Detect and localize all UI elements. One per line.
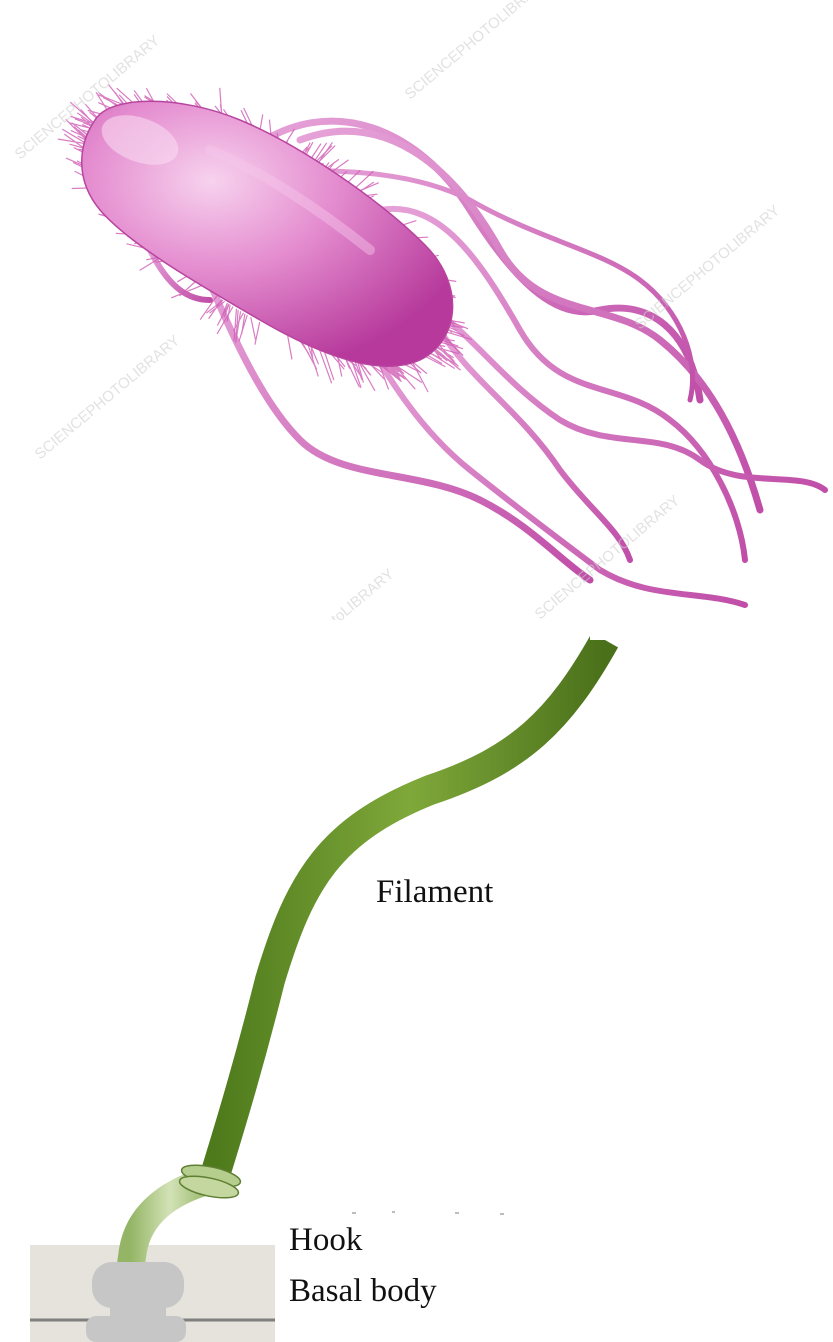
flagellum-structure-diagram bbox=[0, 620, 833, 1342]
pilus bbox=[288, 336, 292, 359]
label-hook: Hook bbox=[289, 1224, 362, 1257]
watermark-text: SCIENCEPHOTOLIBRARY bbox=[402, 0, 554, 103]
label-filament: Filament bbox=[376, 876, 493, 909]
filament-top-crop bbox=[590, 620, 650, 640]
bacterium-illustration: SCIENCEPHOTOLIBRARY SCIENCEPHOTOLIBRARY … bbox=[0, 0, 833, 620]
image-specks bbox=[352, 1211, 504, 1215]
pilus bbox=[255, 323, 260, 345]
watermark-text: SCIENCEPHOTOLIBRARY bbox=[632, 202, 784, 333]
pilus bbox=[251, 318, 256, 340]
watermark-text: SCIENCEPHOTOLIBRARY bbox=[32, 332, 184, 463]
basal-body bbox=[86, 1262, 186, 1342]
label-basal-body: Basal body bbox=[289, 1275, 437, 1308]
watermark-text: otoLIBRARY bbox=[322, 566, 398, 620]
